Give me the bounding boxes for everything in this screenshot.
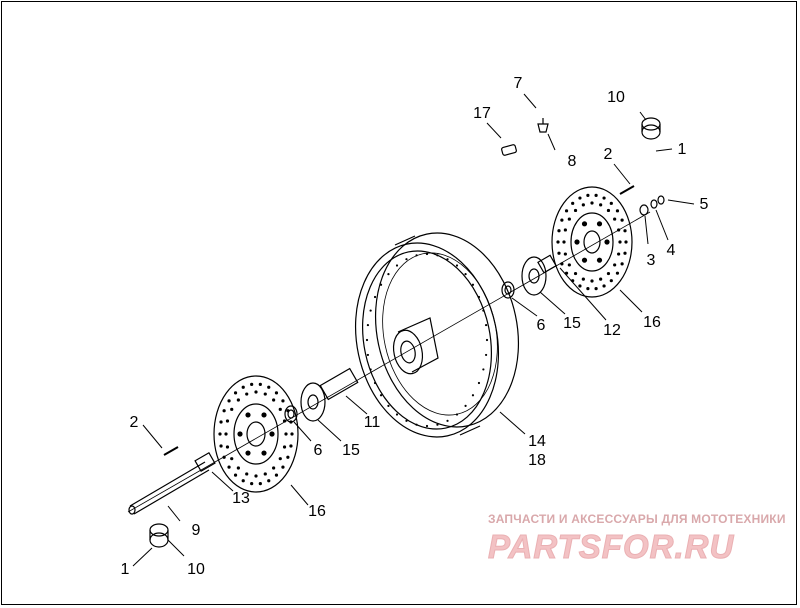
callout-3: 3	[646, 252, 656, 269]
callout-11: 11	[363, 414, 381, 431]
callout-16-right: 16	[643, 314, 661, 331]
spacer-12	[537, 254, 557, 274]
cap-10-top	[641, 117, 661, 140]
callout-6-right: 6	[536, 317, 546, 334]
bolt-2-bottom	[163, 446, 179, 456]
callout-14: 14	[528, 433, 546, 450]
bolt-2-top	[619, 185, 635, 195]
callout-1-bottom: 1	[120, 561, 130, 578]
callout-6-left: 6	[313, 442, 323, 459]
cap-10-bottom	[149, 523, 169, 548]
watermark-subtitle: ЗАПЧАСТИ И АКСЕССУАРЫ ДЛЯ МОТОТЕХНИКИ	[488, 512, 786, 526]
callout-10-bottom: 10	[187, 561, 205, 578]
spacer-11	[319, 367, 359, 401]
callout-16-left: 16	[308, 503, 326, 520]
plate-15-left	[300, 382, 326, 422]
callout-12: 12	[603, 322, 621, 339]
callout-2-top: 2	[603, 146, 613, 163]
washer-3	[639, 204, 649, 216]
callout-10-top: 10	[607, 89, 625, 106]
spacer-13	[194, 451, 216, 473]
bearing-6-right	[501, 281, 515, 299]
wheel-rim	[354, 232, 520, 438]
brake-disc-16-left	[213, 375, 299, 493]
axle-centerline	[127, 211, 651, 513]
watermark-logo: PARTSFOR.RU	[487, 528, 735, 566]
callout-2-bottom: 2	[129, 414, 139, 431]
balance-weight-17	[501, 144, 517, 156]
callout-8: 8	[567, 153, 577, 170]
plate-15-right	[521, 256, 547, 296]
callout-9: 9	[191, 522, 201, 539]
leader-lines	[132, 93, 695, 567]
callout-1-top: 1	[677, 141, 687, 158]
disc-holes	[218, 193, 628, 486]
callout-15-right: 15	[563, 315, 581, 332]
valve-stem-8	[537, 118, 549, 133]
axle-shaft	[128, 461, 210, 515]
callout-7: 7	[513, 75, 523, 92]
callout-17: 17	[473, 105, 491, 122]
wheel-hub	[392, 317, 439, 375]
callout-15-left: 15	[342, 442, 360, 459]
callout-13: 13	[232, 490, 250, 507]
washer-4	[650, 199, 658, 209]
callout-5: 5	[699, 196, 709, 213]
nut-5	[657, 195, 665, 205]
callout-4: 4	[666, 242, 676, 259]
callout-18: 18	[528, 452, 546, 469]
brake-disc-16-right	[551, 186, 633, 298]
